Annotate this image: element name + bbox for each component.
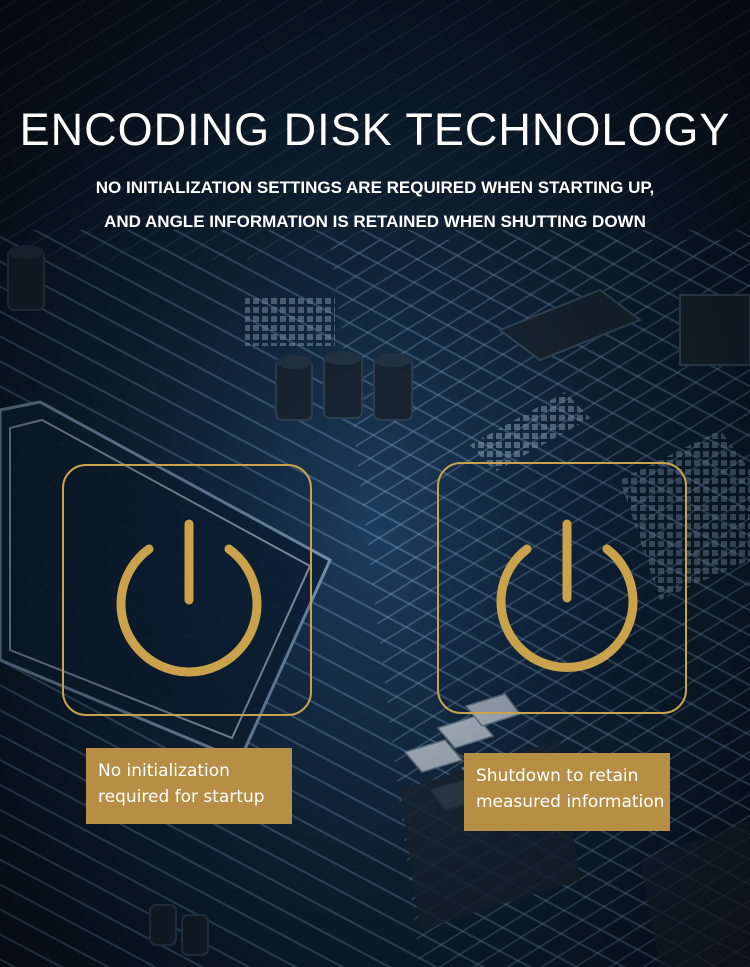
shutdown-feature-label-line-1: Shutdown to retain xyxy=(476,766,639,786)
page-title: ENCODING DISK TECHNOLOGY xyxy=(19,104,731,155)
subtitle-line-1: NO INITIALIZATION SETTINGS ARE REQUIRED … xyxy=(95,178,655,197)
startup-feature-label-line-2: required for startup xyxy=(98,787,265,807)
power-icon xyxy=(496,519,638,672)
shutdown-feature-label-line-2: measured information xyxy=(476,792,665,812)
startup-feature-label: No initialization required for startup xyxy=(86,748,292,824)
power-icon xyxy=(116,519,262,677)
startup-feature-icon-frame xyxy=(62,464,312,716)
shutdown-feature-icon-frame xyxy=(437,462,687,714)
startup-feature-label-line-1: No initialization xyxy=(98,761,230,781)
subtitle-line-2: AND ANGLE INFORMATION IS RETAINED WHEN S… xyxy=(104,212,646,231)
shutdown-feature-label: Shutdown to retain measured information xyxy=(464,753,670,831)
